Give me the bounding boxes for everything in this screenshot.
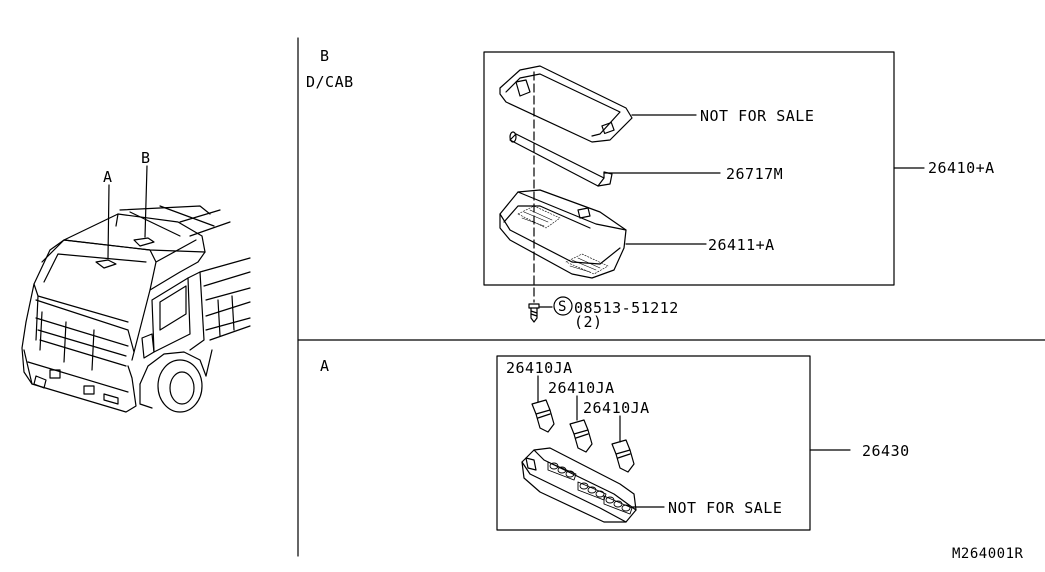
callout-a-label: A — [103, 168, 113, 186]
section-a-title: A — [320, 357, 330, 375]
wedge-bulb-3 — [611, 439, 635, 473]
standard-part-symbol — [553, 296, 573, 316]
wedge-bulb-1 — [531, 399, 555, 433]
wedge-bulb-2 — [569, 419, 593, 453]
assembly-box-a — [496, 355, 811, 531]
label-bulb-2-part: 26410JA — [548, 379, 615, 397]
diagram-code: M264001R — [952, 546, 1024, 562]
lamp-housing — [499, 189, 627, 279]
section-b-title: B — [320, 47, 330, 65]
section-dividers — [297, 37, 1045, 557]
map-lamp-body — [521, 447, 637, 523]
label-assembly-a-part: 26430 — [862, 442, 910, 460]
assembly-box-b — [483, 51, 895, 286]
truck-illustration — [21, 165, 251, 413]
label-screw-part: 08513-51212 — [574, 299, 679, 317]
label-screw-qty: (2) — [574, 313, 603, 331]
section-b-artwork — [483, 51, 925, 323]
lamp-lens-cover — [499, 65, 633, 143]
label-bulb-1-part: 26410JA — [506, 359, 573, 377]
tube-bulb — [509, 131, 613, 187]
label-lamp-not-for-sale: NOT FOR SALE — [668, 499, 783, 517]
section-b-variant: D/CAB — [306, 73, 354, 91]
section-a-artwork — [496, 355, 851, 531]
label-screw-symbol: S — [558, 299, 567, 315]
label-assembly-b-part: 26410+A — [928, 159, 995, 177]
label-bulb-3-part: 26410JA — [583, 399, 650, 417]
screw — [528, 303, 540, 323]
label-housing-part: 26411+A — [708, 236, 775, 254]
label-bulb-part: 26717M — [726, 165, 784, 183]
label-lens-not-for-sale: NOT FOR SALE — [700, 107, 815, 125]
callout-b-label: B — [141, 149, 151, 167]
